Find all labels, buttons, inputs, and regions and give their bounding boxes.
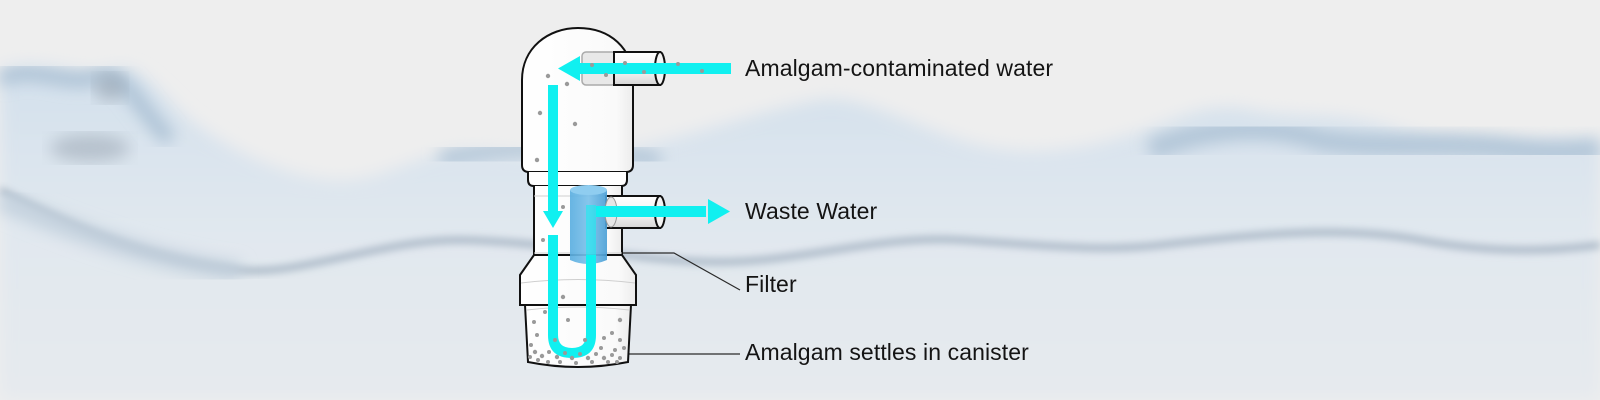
outlet-arrowhead <box>708 199 730 224</box>
amalgam-particles <box>528 61 704 365</box>
leader-lines <box>603 252 741 355</box>
inlet-label: Amalgam-contaminated water <box>745 55 1054 81</box>
filter-leader-line <box>603 252 741 291</box>
filter-label: Filter <box>745 271 797 297</box>
outlet-label: Waste Water <box>745 198 878 224</box>
upper-housing <box>521 26 634 173</box>
inlet-flow <box>577 63 731 74</box>
outlet-flow <box>596 206 706 217</box>
canister-label: Amalgam settles in canister <box>745 339 1029 365</box>
down-arrowhead <box>543 211 563 228</box>
neck-step <box>527 172 628 187</box>
inlet-arrowhead <box>558 56 580 81</box>
down-flow <box>548 85 558 213</box>
flow-path <box>543 56 731 358</box>
u-trap-flow <box>548 235 596 358</box>
